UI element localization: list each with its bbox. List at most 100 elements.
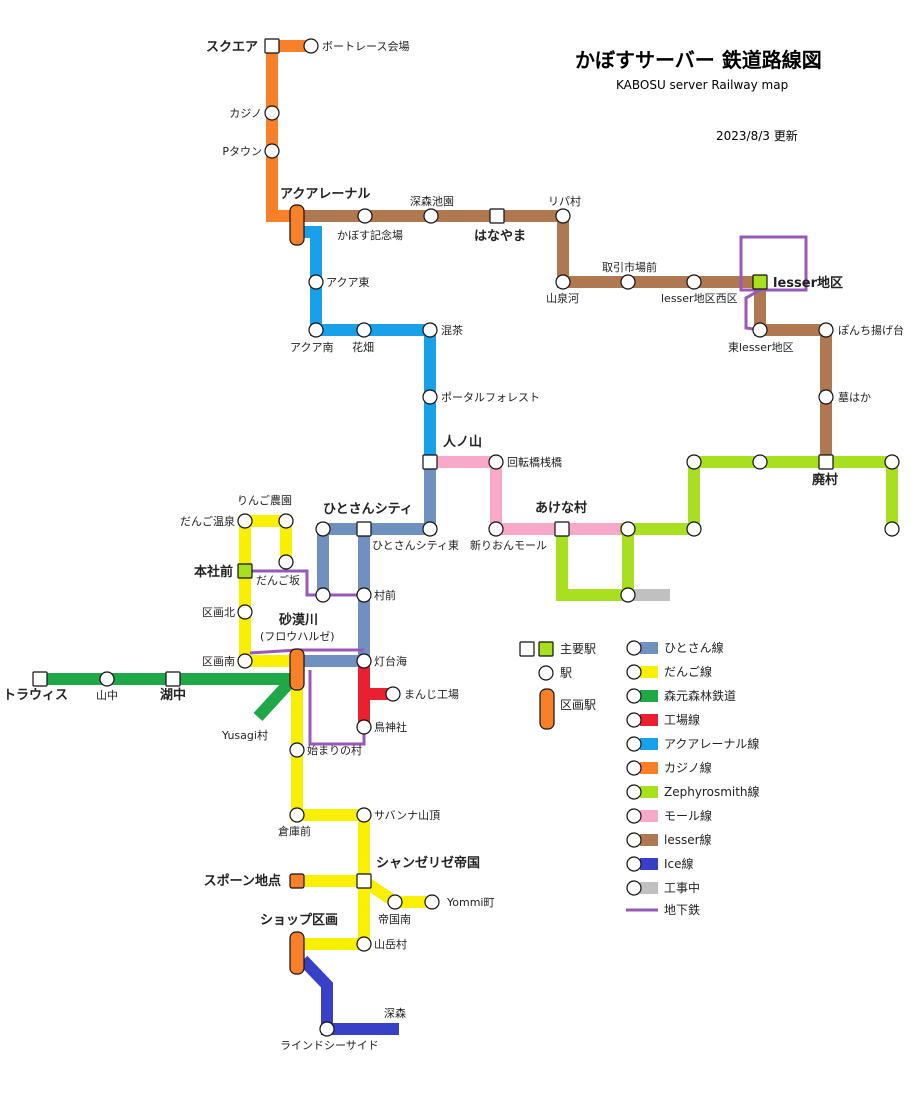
- station-spawn[interactable]: [289, 873, 305, 889]
- station-hitonoyama[interactable]: [422, 454, 438, 470]
- legend-line-station-icon: [626, 664, 642, 680]
- station-square[interactable]: [264, 38, 280, 54]
- station-shinri-on[interactable]: [488, 521, 504, 537]
- station-ripa[interactable]: [555, 208, 571, 224]
- shinrin-branch: [253, 676, 296, 722]
- label-square: スクエア: [206, 40, 258, 55]
- legend-line-station-icon: [626, 688, 642, 704]
- station-kon[interactable]: [422, 322, 438, 338]
- station-zephyro-g[interactable]: [620, 587, 636, 603]
- station-savanna[interactable]: [356, 807, 372, 823]
- mall-line: [430, 456, 620, 535]
- station-ringo-end[interactable]: [278, 554, 294, 570]
- label-sannaka: 山中: [96, 689, 118, 702]
- legend-station-icon: [538, 665, 554, 681]
- station-zephyro-d[interactable]: [884, 521, 900, 537]
- legend-major-icon-green: [538, 641, 554, 657]
- station-zephyro-a[interactable]: [686, 454, 702, 470]
- station-rindo[interactable]: [319, 1021, 335, 1037]
- label-kabosu-kinen: かぼす記念場: [337, 228, 403, 242]
- station-casino[interactable]: [264, 105, 280, 121]
- station-akena[interactable]: [554, 521, 570, 537]
- legend-line-label: lesser線: [664, 832, 712, 847]
- station-yommi[interactable]: [424, 894, 440, 910]
- station-dango-zaka[interactable]: [315, 587, 331, 603]
- legend-line-label: 工事中: [664, 880, 700, 895]
- label-haison: 廃村: [811, 472, 838, 488]
- legend-line-station-icon: [626, 808, 642, 824]
- station-haison[interactable]: [818, 454, 834, 470]
- station-zephyro-e[interactable]: [686, 521, 702, 537]
- station-kaiten[interactable]: [488, 454, 504, 470]
- station-zephyro-f[interactable]: [620, 521, 636, 537]
- station-hitosan-west[interactable]: [315, 521, 331, 537]
- station-boatrace[interactable]: [303, 38, 319, 54]
- station-torijinja[interactable]: [356, 719, 372, 735]
- station-honsha[interactable]: [237, 563, 253, 579]
- station-champs[interactable]: [356, 873, 372, 889]
- station-kurako[interactable]: [289, 807, 305, 823]
- station-higashi-lesser[interactable]: [752, 322, 768, 338]
- station-konaka[interactable]: [165, 671, 181, 687]
- station-torihiki[interactable]: [620, 274, 636, 290]
- station-kukaku-minami[interactable]: [237, 653, 253, 669]
- station-kabosu-kinen[interactable]: [357, 208, 373, 224]
- station-torawis[interactable]: [32, 671, 48, 687]
- hitosan-line: [317, 462, 436, 595]
- label-aqua-minami: アクア南: [290, 341, 333, 354]
- station-aqua-higashi[interactable]: [308, 274, 324, 290]
- station-sanizumi[interactable]: [555, 274, 571, 290]
- station-ptown[interactable]: [264, 143, 280, 159]
- station-aqua-minami[interactable]: [308, 322, 324, 338]
- station-teikoku-minami[interactable]: [387, 894, 403, 910]
- legend-district-label: 区画駅: [560, 698, 596, 712]
- legend-line-station-icon: [626, 784, 642, 800]
- station-toudaikai[interactable]: [356, 653, 372, 669]
- station-hitosan-city[interactable]: [356, 521, 372, 537]
- station-sabakugawa[interactable]: [289, 648, 305, 691]
- label-kon: 混茶: [441, 324, 463, 337]
- station-sangaku[interactable]: [356, 936, 372, 952]
- station-zephyro-c[interactable]: [884, 454, 900, 470]
- station-zephyro-b[interactable]: [752, 454, 768, 470]
- label-akena: あけな村: [535, 500, 587, 516]
- legend-line-label: ひとさん線: [664, 640, 724, 655]
- station-muramae[interactable]: [356, 587, 372, 603]
- map-subtitle: KABOSU server Railway map: [616, 78, 789, 92]
- label-ringo: りんご農園: [237, 493, 292, 507]
- station-ponchi[interactable]: [818, 322, 834, 338]
- label-toudaikai: 灯台海: [374, 654, 407, 668]
- station-hanayama[interactable]: [489, 208, 505, 224]
- label-muramae: 村前: [374, 588, 396, 602]
- station-aquarena[interactable]: [289, 204, 305, 246]
- label-kurako: 倉庫前: [278, 824, 311, 838]
- station-hajimari[interactable]: [289, 742, 305, 758]
- casino-line: [266, 40, 309, 222]
- label-boatrace: ボートレース会場: [322, 40, 409, 53]
- station-dango-onsen[interactable]: [237, 513, 253, 529]
- label-lesser: lesser地区: [773, 275, 843, 291]
- station-manji[interactable]: [385, 686, 401, 702]
- label-shop: ショップ区画: [260, 913, 338, 928]
- station-kukaku-kita[interactable]: [237, 604, 253, 620]
- station-hanabatake[interactable]: [356, 322, 372, 338]
- legend-line-label: Zephyrosmith線: [664, 784, 760, 799]
- station-portal[interactable]: [422, 389, 438, 405]
- label-casino: カジノ: [229, 107, 262, 120]
- station-shop[interactable]: [289, 931, 305, 975]
- label-portal: ポータルフォレスト: [441, 391, 540, 404]
- station-lesser-nishi[interactable]: [686, 274, 702, 290]
- station-lesser[interactable]: [752, 274, 768, 290]
- legend-district-icon: [539, 688, 555, 730]
- station-fukamori-chien[interactable]: [423, 208, 439, 224]
- station-hitosan-east[interactable]: [422, 521, 438, 537]
- legend-line-station-icon: [626, 832, 642, 848]
- label-yusagi: Yusagi村: [221, 728, 268, 742]
- station-ringo[interactable]: [278, 513, 294, 529]
- subway-hajimari: [308, 670, 366, 746]
- station-hakahaka[interactable]: [818, 389, 834, 405]
- subway-sabaku: [249, 648, 364, 655]
- station-sannaka[interactable]: [99, 671, 115, 687]
- label-rindo: ラインドシーサイド: [280, 1039, 379, 1052]
- label-spawn: スポーン地点: [204, 873, 281, 889]
